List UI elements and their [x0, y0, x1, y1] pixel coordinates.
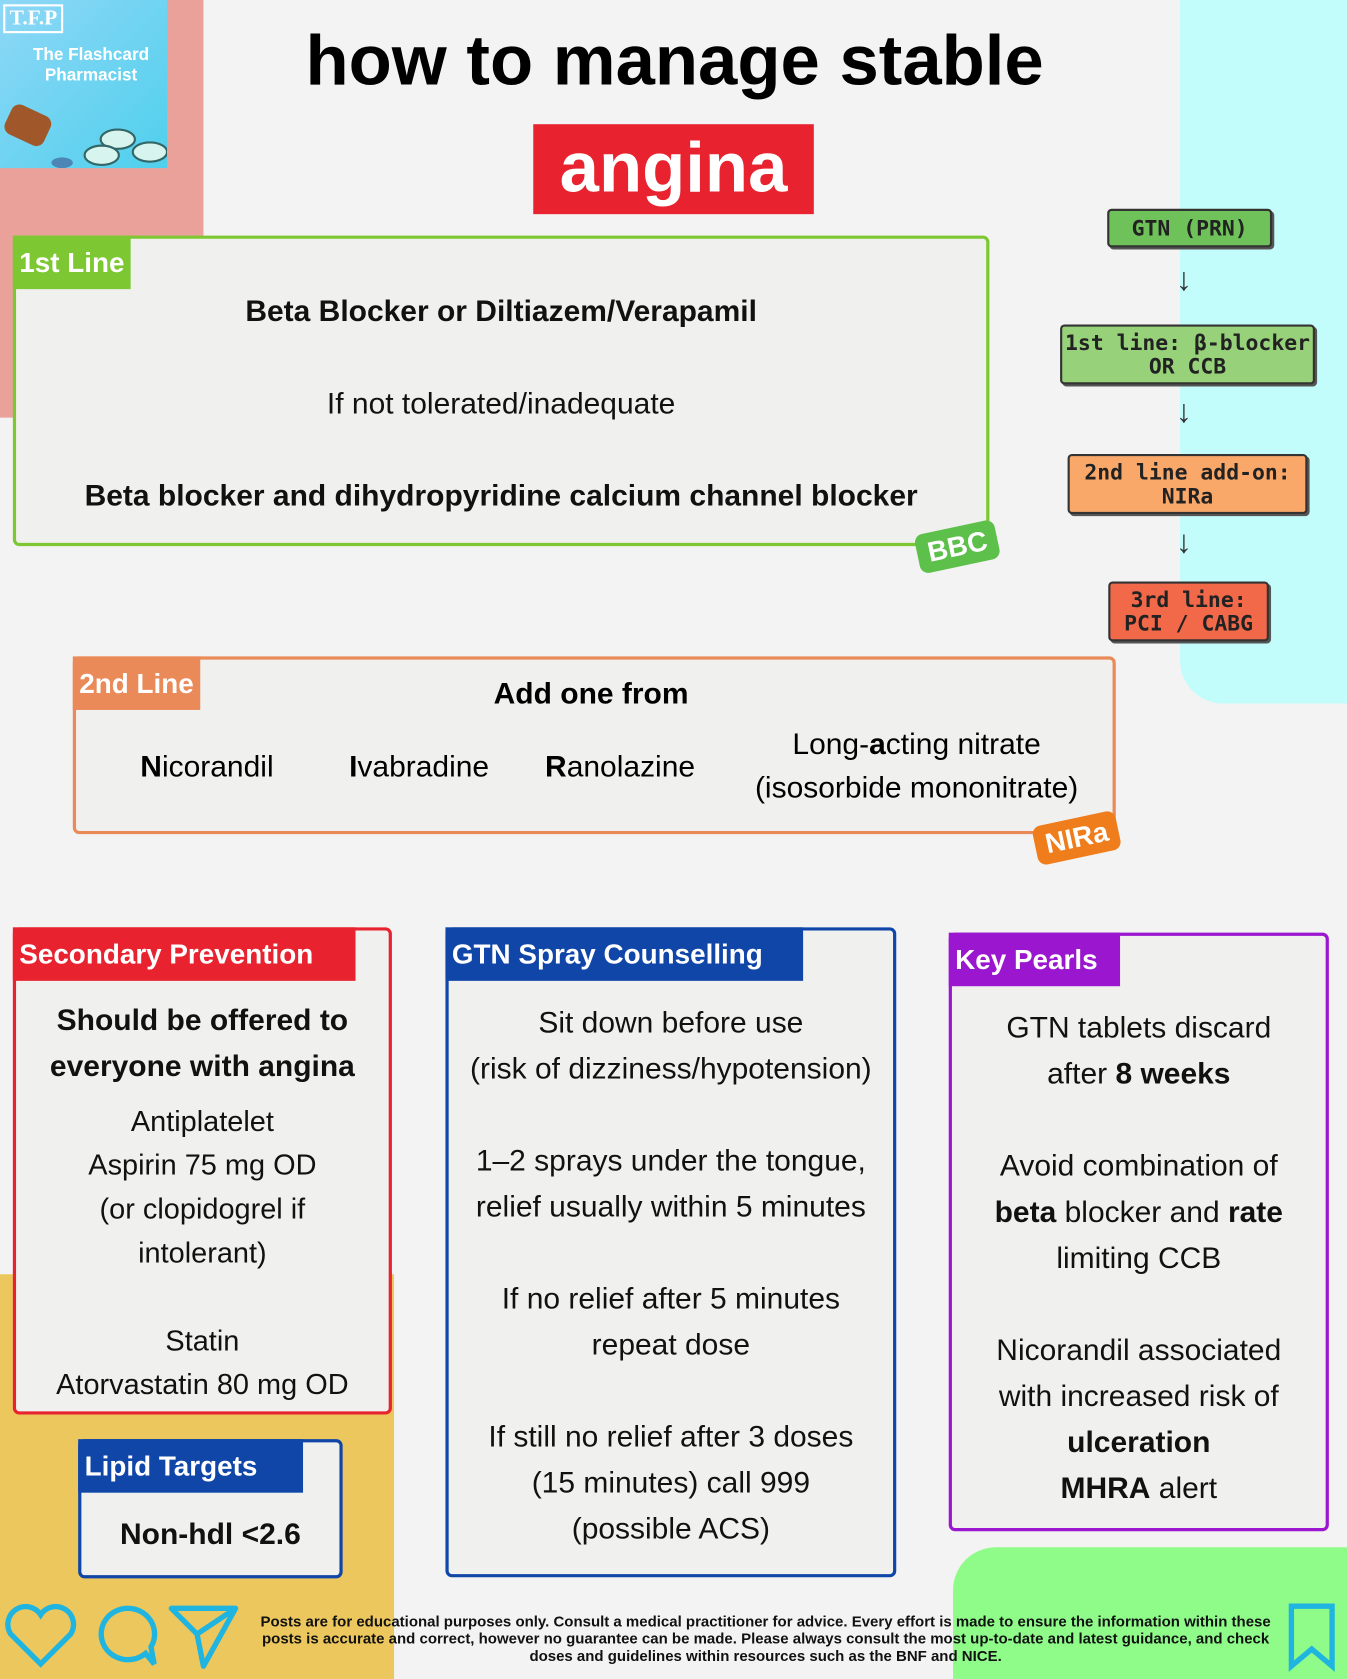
gtn-counselling-tag: GTN Spray Counselling [445, 927, 804, 981]
flow-step-gtn: GTN (PRN) [1107, 208, 1273, 248]
bookmark-icon[interactable] [1285, 1602, 1339, 1673]
lipid-targets-box: Lipid Targets Non-hdl <2.6 [78, 1439, 343, 1579]
option-ivabradine: Ivabradine [349, 749, 490, 783]
lipid-targets-tag: Lipid Targets [78, 1439, 304, 1493]
logo-abbr: T.F.P [3, 4, 64, 34]
arrow-down-icon: ↓ [1175, 262, 1192, 298]
first-line-main: Beta Blocker or Diltiazem/Verapamil [245, 294, 757, 328]
first-line-box: 1st Line Beta Blocker or Diltiazem/Verap… [12, 235, 990, 547]
second-line-box: 2nd Line Add one from Nicorandil Ivabrad… [72, 656, 1116, 835]
second-line-heading: Add one from [493, 676, 689, 710]
key-pearls-tag: Key Pearls [948, 932, 1121, 987]
flow-step-second-line: 2nd line add-on: NIRa [1067, 454, 1308, 514]
first-line-tag: 1st Line [12, 235, 131, 290]
page-title-highlight: angina [533, 124, 814, 215]
comment-icon[interactable] [92, 1602, 161, 1671]
option-long-acting-nitrate: Long-acting nitrate(isosorbide mononitra… [754, 727, 1079, 805]
page-title: how to manage stable [305, 20, 1044, 100]
share-icon[interactable] [167, 1602, 240, 1671]
secondary-prevention-tag: Secondary Prevention [12, 927, 356, 981]
secondary-heading-1: Should be offered to [56, 1003, 349, 1037]
arrow-down-icon: ↓ [1175, 524, 1192, 561]
arrow-down-icon: ↓ [1175, 394, 1192, 430]
gtn-advice-1: Sit down before use(risk of dizziness/hy… [470, 1005, 872, 1085]
secondary-prevention-box: Secondary Prevention Should be offered t… [12, 927, 392, 1415]
pill-bottle-icon [4, 104, 168, 169]
gtn-counselling-box: GTN Spray Counselling Sit down before us… [445, 927, 897, 1578]
first-line-alt: Beta blocker and dihydropyridine calcium… [84, 478, 918, 512]
gtn-advice-2: 1–2 sprays under the tongue,relief usual… [475, 1143, 866, 1223]
gtn-advice-4: If still no relief after 3 doses(15 minu… [488, 1419, 854, 1546]
first-line-middle: If not tolerated/inadequate [326, 386, 676, 420]
bg-green [953, 1547, 1347, 1679]
flow-step-first-line: 1st line: β-blocker OR CCB [1060, 324, 1315, 385]
option-ranolazine: Ranolazine [545, 749, 696, 783]
second-line-tag: 2nd Line [72, 656, 201, 710]
option-nicorandil: Nicorandil [140, 749, 274, 783]
heart-icon[interactable] [2, 1602, 79, 1671]
logo: T.F.P The Flashcard Pharmacist [0, 0, 168, 169]
secondary-heading-2: everyone with angina [49, 1049, 355, 1083]
logo-name: The Flashcard Pharmacist [32, 46, 150, 85]
disclaimer: Posts are for educational purposes only.… [260, 1612, 1271, 1665]
lipid-target-value: Non-hdl <2.6 [120, 1517, 301, 1551]
flow-step-third-line: 3rd line: PCI / CABG [1108, 581, 1269, 642]
